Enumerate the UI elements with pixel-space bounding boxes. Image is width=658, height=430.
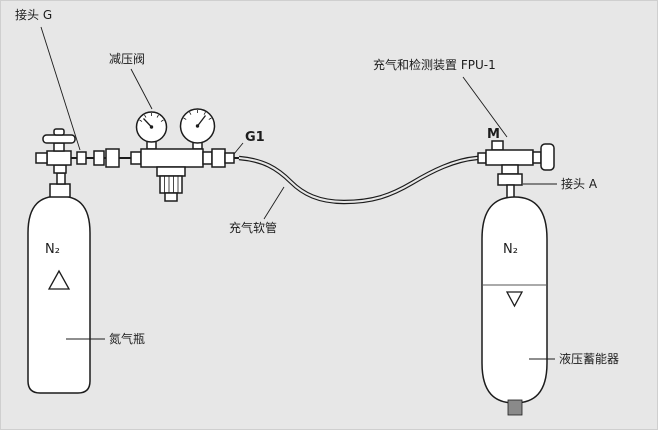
- valve-bottom-coupling: [53, 164, 67, 174]
- regulator-body: [140, 148, 204, 168]
- regulator-lower-flange: [156, 166, 186, 177]
- regulator-leader: [130, 68, 153, 110]
- g1-fitting: [224, 152, 235, 164]
- charging-device-label: 充气和检测装置 FPU-1: [373, 57, 496, 72]
- regulator-inlet-nut: [130, 151, 142, 165]
- nitrogen-bottle-label: 氮气瓶: [109, 331, 145, 346]
- fpu-tee-body: [485, 149, 534, 166]
- valve-handwheel: [42, 134, 76, 144]
- device-leader: [462, 76, 508, 138]
- bottle-gas-label: N₂: [45, 242, 60, 257]
- m-port-fitting: [491, 140, 504, 151]
- outlet-coupling: [211, 148, 226, 168]
- regulator-adjust-knob: [159, 175, 183, 194]
- gas-triangle-symbol: [47, 269, 71, 290]
- gauge-right-ticks: [183, 110, 212, 120]
- nitrogen-bottle: [27, 195, 91, 394]
- fpu-lower-fitting: [501, 164, 519, 175]
- gauge-right-hub: [195, 124, 200, 128]
- bottle-valve-group: [35, 128, 76, 198]
- accumulator-group: N₂: [481, 196, 548, 416]
- connector-g-leader: [40, 26, 81, 151]
- fpu-release-knob: [540, 143, 555, 171]
- pressure-regulator-group: [130, 108, 235, 202]
- knob-knurling: [164, 176, 179, 193]
- connector-a-coupling: [497, 173, 523, 186]
- valve-hub: [53, 128, 65, 136]
- valve-lower-stem: [56, 172, 66, 185]
- gauge-right-needle: [196, 115, 207, 127]
- connector-g-fittings: [76, 148, 120, 168]
- connector-a-label: 接头 A: [561, 176, 598, 191]
- connector-g-label: 接头 G: [15, 7, 52, 22]
- hose-label: 充气软管: [229, 220, 277, 235]
- fpu-device-group: [477, 140, 555, 199]
- accumulator-label: 液压蓄能器: [559, 351, 619, 366]
- valve-stem: [53, 142, 65, 152]
- regulator-knob-base: [164, 192, 178, 202]
- charging-hose-inner: [238, 156, 482, 204]
- accumulator-gas-label: N₂: [503, 242, 518, 257]
- bottle-neck: [49, 183, 71, 198]
- connector-g-fitting: [76, 151, 87, 165]
- hydraulic-accumulator: [481, 196, 548, 404]
- valve-body: [46, 150, 72, 166]
- m-label: M: [487, 127, 500, 142]
- regulator-label: 减压阀: [109, 52, 145, 66]
- regulator-outlet-nut: [202, 151, 213, 165]
- gauge-left-needle: [143, 118, 152, 128]
- valve-left-cap: [35, 152, 48, 164]
- fluid-triangle-symbol: [505, 291, 524, 308]
- nitrogen-bottle-group: N₂: [27, 195, 91, 394]
- fpu-right-nut: [532, 151, 542, 164]
- fpu-hose-cap: [477, 152, 487, 164]
- g1-leader: [233, 142, 244, 155]
- accumulator-stem: [506, 184, 515, 199]
- fluid-port: [507, 399, 523, 416]
- charging-hose: [238, 155, 482, 205]
- gauge-left-hub: [149, 125, 154, 129]
- pipe-fitting-small: [93, 150, 105, 166]
- g1-label: G1: [245, 130, 265, 145]
- gauge-left-ticks: [139, 113, 164, 122]
- pipe-fitting-large: [105, 148, 120, 168]
- hose-leader: [263, 186, 285, 220]
